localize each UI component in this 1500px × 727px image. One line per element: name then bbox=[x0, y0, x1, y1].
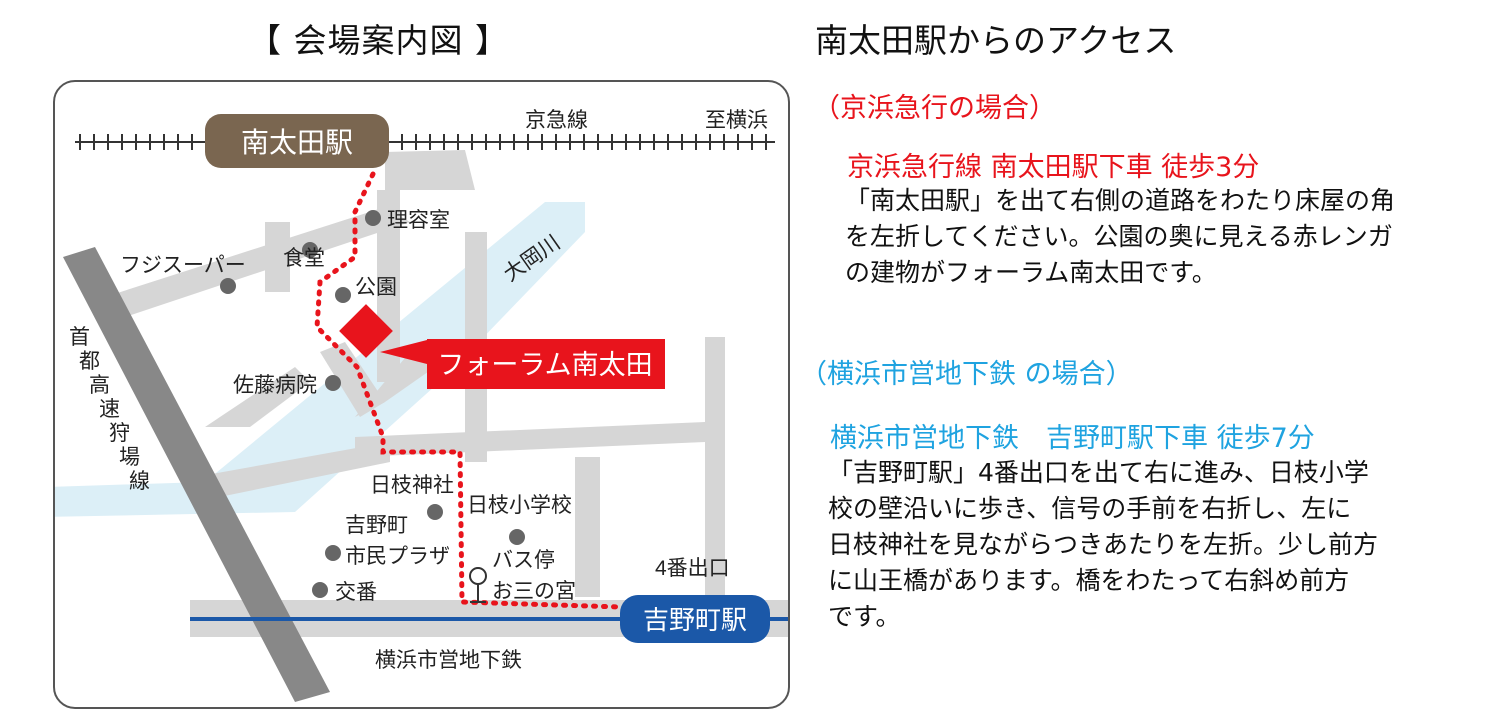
river bbox=[55, 202, 585, 517]
rail-ties bbox=[79, 134, 767, 150]
expressway-label-char: 場 bbox=[119, 446, 140, 469]
subway-desc: 「吉野町駅」4番出口を出て右に進み、日枝小学 校の壁沿いに歩き、信号の手前を右折… bbox=[828, 455, 1378, 635]
venue-label: フォーラム南太田 bbox=[437, 350, 652, 380]
koban-label: 交番 bbox=[335, 581, 377, 604]
subway-desc-line: に山王橋があります。橋をわたって右斜め前方 bbox=[828, 566, 1350, 595]
expressway-label-char: 高 bbox=[89, 374, 110, 397]
hie-school-dot bbox=[509, 529, 525, 545]
yoshinocho-badge bbox=[620, 595, 770, 643]
keikyu-desc-line: を左折してください。公園の奥に見える赤レンガ bbox=[845, 222, 1393, 251]
plaza-label-line1: 吉野町 bbox=[345, 514, 408, 537]
riyoshitsu-dot bbox=[365, 210, 381, 226]
minamiota-badge bbox=[205, 114, 389, 168]
plaza-dot bbox=[325, 545, 341, 561]
subway-desc-line: 校の壁沿いに歩き、信号の手前を右折し、左に bbox=[828, 494, 1352, 523]
subway-desc-line: 「吉野町駅」4番出口を出て右に進み、日枝小学 bbox=[828, 458, 1369, 487]
hie-school-label: 日枝小学校 bbox=[467, 494, 572, 517]
koban-dot bbox=[312, 582, 328, 598]
subway-heading: （横浜市営地下鉄 の場合） bbox=[800, 359, 1133, 390]
hie-jinja-label: 日枝神社 bbox=[370, 474, 454, 497]
bus-stop-label-line1: バス停 bbox=[492, 549, 555, 572]
yoshinocho-label: 吉野町駅 bbox=[643, 605, 747, 635]
exit4-label: 4番出口 bbox=[655, 557, 730, 580]
koen-dot bbox=[335, 287, 351, 303]
fuji-super-label: フジスーパー bbox=[120, 254, 246, 277]
riyoshitsu-label: 理容室 bbox=[387, 209, 450, 232]
venue-label-box bbox=[427, 339, 665, 389]
expressway-label: 首都高速狩場線 bbox=[69, 326, 150, 493]
subway-line: 横浜市営地下鉄 吉野町駅下車 徒歩7分 bbox=[830, 423, 1315, 454]
venue-marker bbox=[339, 304, 393, 358]
sato-byoin-dot bbox=[325, 375, 341, 391]
subway-label: 横浜市営地下鉄 bbox=[375, 649, 522, 672]
expressway-label-char: 首 bbox=[69, 326, 90, 349]
hie-jinja-dot bbox=[427, 504, 443, 520]
keikyu-desc-line: 「南太田駅」を出て右側の道路をわたり床屋の角 bbox=[845, 186, 1396, 215]
bus-stop-icon bbox=[469, 567, 487, 603]
koen-label: 公園 bbox=[355, 276, 397, 299]
map-title: 【 会場案内図 】 bbox=[248, 21, 509, 60]
to-yokohama-label: 至横浜 bbox=[705, 109, 768, 132]
expressway-label-char: 速 bbox=[99, 398, 120, 421]
expressway bbox=[63, 247, 330, 702]
fuji-super-dot bbox=[220, 278, 236, 294]
keikyu-line-label: 京急線 bbox=[525, 109, 588, 132]
subway-desc-line: です。 bbox=[828, 602, 901, 631]
keikyu-desc-line: の建物がフォーラム南太田です。 bbox=[845, 258, 1217, 287]
keikyu-line: 京浜急行線 南太田駅下車 徒歩3分 bbox=[847, 152, 1260, 183]
expressway-label-char: 都 bbox=[79, 350, 100, 373]
sato-byoin-label: 佐藤病院 bbox=[233, 374, 317, 397]
walk-route bbox=[314, 171, 623, 610]
venue-pointer bbox=[380, 340, 427, 364]
keikyu-desc: 「南太田駅」を出て右側の道路をわたり床屋の角 を左折してください。公園の奥に見え… bbox=[845, 183, 1395, 291]
subway-desc-line: 日枝神社を見ながらつきあたりを左折。少し前方 bbox=[828, 530, 1379, 559]
expressway-label-char: 線 bbox=[129, 470, 150, 493]
expressway-label-char: 狩 bbox=[109, 422, 130, 445]
access-map: フォーラム南太田 南太田駅 吉野町駅 京急線 至横浜 理容室 bbox=[53, 80, 790, 709]
minamiota-label: 南太田駅 bbox=[241, 127, 353, 158]
keikyu-heading: （京浜急行の場合） bbox=[813, 93, 1056, 124]
bus-stop-label-line2: お三の宮 bbox=[492, 580, 576, 603]
shokudo-label: 食堂 bbox=[283, 247, 325, 270]
access-title: 南太田駅からのアクセス bbox=[815, 21, 1177, 60]
shokudo-dot bbox=[302, 242, 318, 258]
plaza-label-line2: 市民プラザ bbox=[345, 545, 450, 568]
